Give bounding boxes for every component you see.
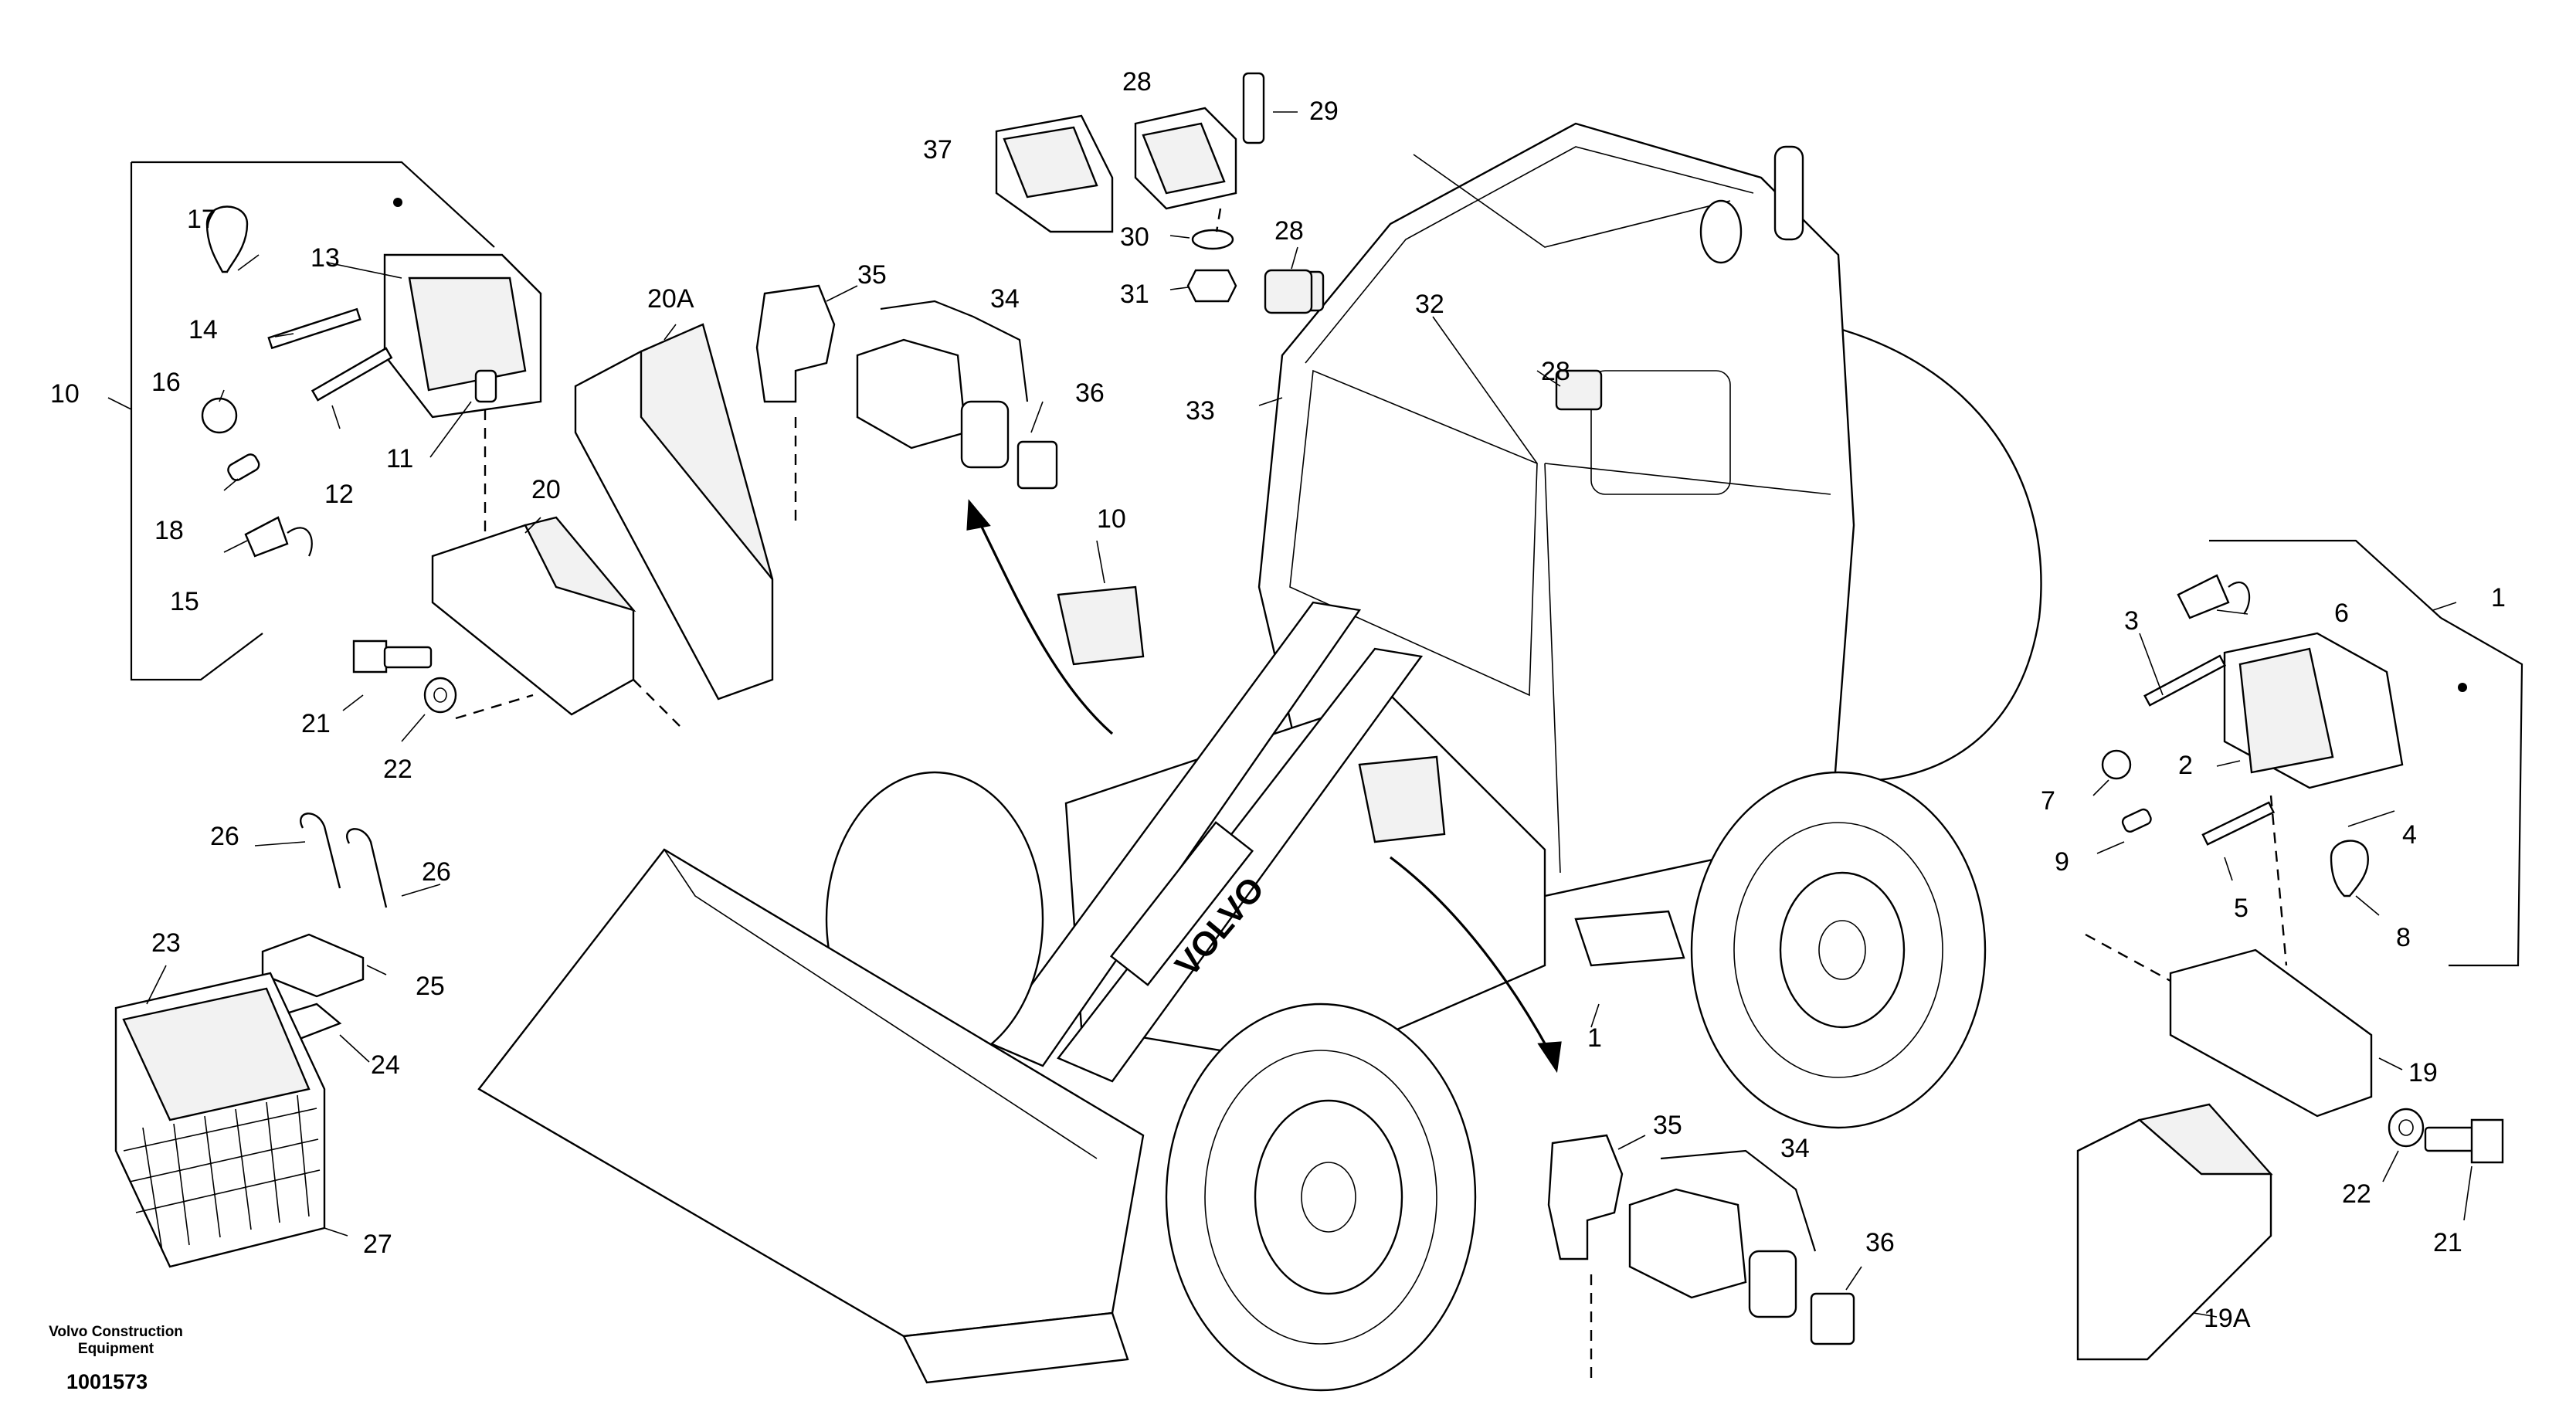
top-electrical-group xyxy=(755,72,1562,1074)
callout-26-b: 26 xyxy=(422,857,451,887)
callout-22-right: 22 xyxy=(2342,1179,2371,1209)
callout-34-bottom: 34 xyxy=(1780,1134,1810,1163)
callout-26-a: 26 xyxy=(210,822,239,851)
callout-37: 37 xyxy=(923,135,952,165)
left-bracket-group xyxy=(342,323,774,742)
callout-29: 29 xyxy=(1309,97,1339,126)
callout-31: 31 xyxy=(1120,280,1149,309)
callout-13: 13 xyxy=(311,243,340,273)
callout-10-machine: 10 xyxy=(1097,504,1126,534)
callout-16: 16 xyxy=(151,368,181,397)
callout-30: 30 xyxy=(1120,222,1149,252)
callout-1-right: 1 xyxy=(2491,583,2506,612)
callout-11: 11 xyxy=(386,444,413,473)
callout-24: 24 xyxy=(371,1050,400,1080)
right-work-lamp-group xyxy=(2092,539,2523,967)
callout-21-right: 21 xyxy=(2433,1228,2462,1257)
callout-18: 18 xyxy=(154,516,184,545)
callout-34-top: 34 xyxy=(990,284,1020,314)
grille-kit-group xyxy=(114,813,441,1268)
callout-21-left: 21 xyxy=(301,709,331,738)
callout-19: 19 xyxy=(2408,1058,2438,1087)
callout-8: 8 xyxy=(2396,923,2411,952)
callout-36-bottom: 36 xyxy=(1865,1228,1895,1257)
callout-9: 9 xyxy=(2055,847,2069,877)
callout-28-right: 28 xyxy=(1541,357,1570,386)
callout-5: 5 xyxy=(2234,894,2248,923)
right-bracket-group xyxy=(2076,933,2504,1361)
callout-15: 15 xyxy=(170,587,199,616)
front-wheel xyxy=(1165,1003,1477,1392)
callout-25: 25 xyxy=(416,972,445,1001)
callout-2: 2 xyxy=(2178,751,2193,780)
callout-17: 17 xyxy=(187,205,216,234)
callout-19A: 19A xyxy=(2204,1304,2251,1333)
callout-4: 4 xyxy=(2402,820,2417,850)
callout-36-top: 36 xyxy=(1075,378,1105,408)
callout-10-left: 10 xyxy=(50,379,80,409)
callout-14: 14 xyxy=(188,315,218,344)
callout-20: 20 xyxy=(531,475,561,504)
callout-23: 23 xyxy=(151,928,181,958)
brand-line-2: Equipment xyxy=(78,1341,154,1357)
callout-32: 32 xyxy=(1415,290,1444,319)
callout-22-left: 22 xyxy=(383,755,412,784)
callout-35-bottom: 35 xyxy=(1653,1111,1682,1140)
rear-wheel xyxy=(1690,771,1987,1129)
callout-35-top: 35 xyxy=(857,260,887,290)
callout-33: 33 xyxy=(1186,396,1215,426)
callout-1-bottom: 1 xyxy=(1587,1023,1602,1053)
callout-6: 6 xyxy=(2334,599,2349,628)
callout-3: 3 xyxy=(2124,606,2139,636)
callout-27: 27 xyxy=(363,1230,392,1259)
bottom-connector-group xyxy=(1547,1003,1862,1383)
brand-line-1: Volvo Construction xyxy=(49,1324,183,1340)
callout-28-mid: 28 xyxy=(1274,216,1304,246)
left-work-lamp-group xyxy=(107,161,542,681)
document-number: 1001573 xyxy=(66,1370,148,1393)
wheel-loader-drawing: VOLVO xyxy=(477,122,2042,1392)
callout-12: 12 xyxy=(324,480,354,509)
callout-7: 7 xyxy=(2041,786,2055,816)
callout-28-top: 28 xyxy=(1122,67,1152,97)
callout-20A: 20A xyxy=(647,284,694,314)
